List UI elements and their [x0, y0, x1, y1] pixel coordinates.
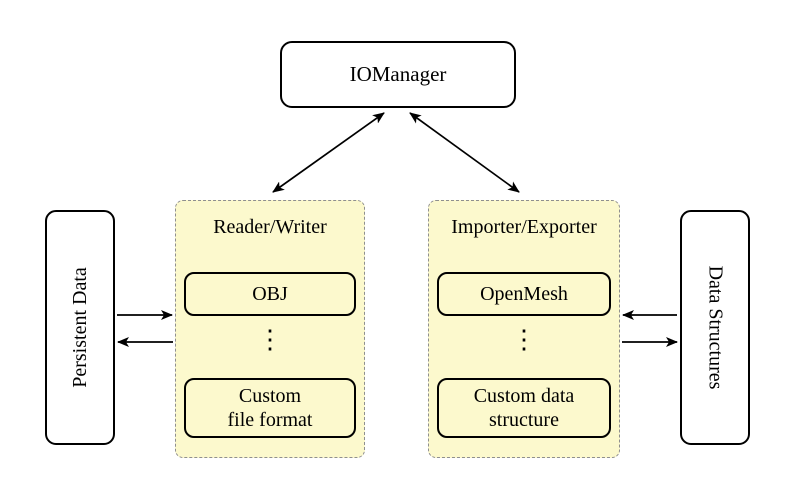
panel-importer-exporter: Importer/Exporter OpenMesh ⋮ Custom data…: [428, 200, 620, 458]
node-persistent-data: Persistent Data: [45, 210, 115, 445]
node-custom-file-format-line1: Custom: [238, 384, 302, 407]
panel-reader-writer-title: Reader/Writer: [213, 216, 327, 238]
node-obj: OBJ: [184, 272, 356, 316]
arrow-iomanager-importerexporter: [409, 112, 520, 193]
ellipsis-importer-exporter: ⋮: [511, 325, 537, 354]
node-openmesh-label: OpenMesh: [480, 282, 568, 305]
node-iomanager-label: IOManager: [349, 62, 447, 86]
panel-importer-exporter-title: Importer/Exporter: [451, 216, 597, 238]
node-custom-file-format: Custom file format: [184, 378, 356, 438]
node-openmesh: OpenMesh: [437, 272, 611, 316]
node-custom-data-structure: Custom data structure: [437, 378, 611, 438]
node-custom-file-format-line2: file format: [227, 409, 313, 431]
arrow-iomanager-readerwriter: [272, 112, 385, 193]
node-persistent-data-label: Persistent Data: [68, 267, 91, 388]
panel-reader-writer: Reader/Writer OBJ ⋮ Custom file format: [175, 200, 365, 458]
node-custom-data-structure-line1: Custom data: [473, 384, 575, 407]
node-data-structures-label: Data Structures: [704, 265, 727, 390]
ellipsis-reader-writer: ⋮: [257, 325, 283, 354]
node-iomanager: IOManager: [280, 41, 516, 108]
node-custom-data-structure-line2: structure: [489, 409, 559, 431]
node-obj-label: OBJ: [252, 282, 288, 305]
node-data-structures: Data Structures: [680, 210, 750, 445]
